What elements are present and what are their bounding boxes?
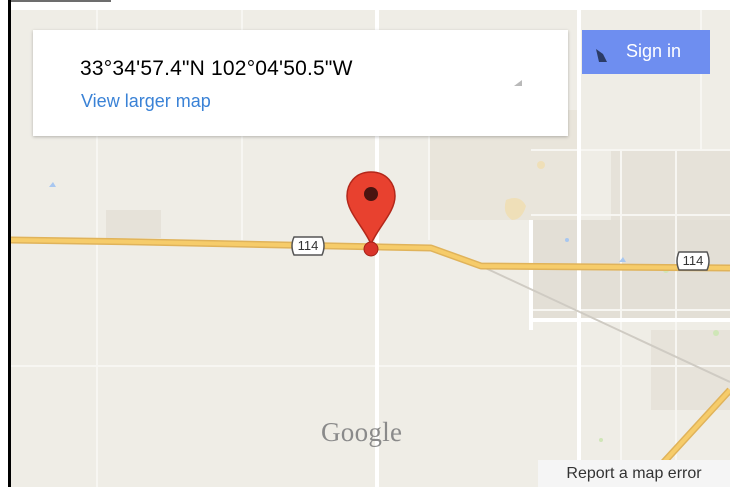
sign-in-button[interactable]: Sign in	[582, 30, 710, 74]
route-shield-114-east: 114	[673, 251, 713, 271]
water-spots	[49, 182, 626, 262]
report-map-error-button[interactable]: Report a map error	[538, 460, 730, 487]
sand-spots	[504, 161, 545, 220]
sign-in-label: Sign in	[626, 41, 682, 61]
expand-corner-icon	[513, 74, 523, 86]
route-shield-label: 114	[297, 238, 319, 253]
map-marker-icon[interactable]	[345, 170, 397, 260]
frame-top-edge-line	[11, 0, 111, 2]
google-logo: Google	[321, 417, 403, 447]
sign-in-icon	[594, 47, 610, 63]
frame-top-edge	[0, 0, 730, 10]
highway-us114	[11, 236, 730, 272]
coordinates-label: 33°34'57.4"N 102°04'50.5"W	[80, 57, 353, 80]
route-shield-114: 114	[288, 236, 328, 256]
place-info-card: 33°34'57.4"N 102°04'50.5"W View larger m…	[33, 30, 568, 136]
frame-left-border-line	[8, 0, 11, 487]
frame-left-border	[0, 0, 11, 487]
view-larger-map-link[interactable]: View larger map	[81, 91, 211, 111]
route-shield-label: 114	[682, 253, 704, 268]
railroad	[480, 265, 730, 383]
